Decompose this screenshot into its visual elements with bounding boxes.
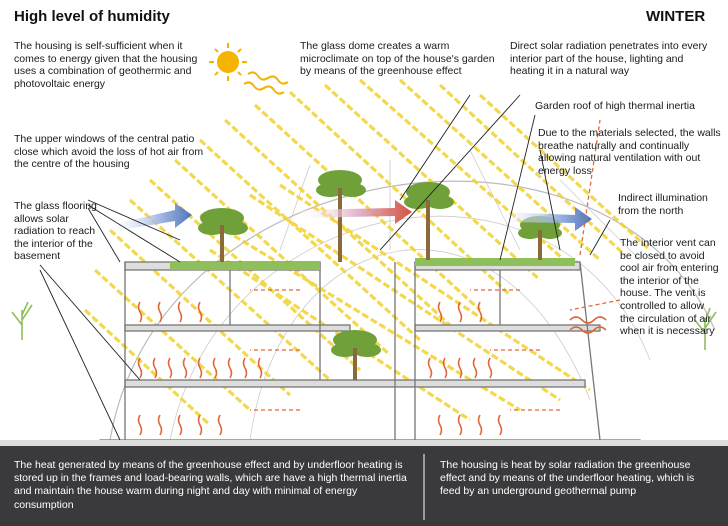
- footer-left-text: The heat generated by means of the green…: [14, 459, 407, 511]
- annotation-glass-flooring: The glass flooring allows solar radiatio…: [14, 200, 97, 263]
- annotation-upper-windows: The upper windows of the central patio c…: [14, 133, 204, 171]
- diagram-title: High level of humidity: [14, 8, 170, 25]
- heat-wave-icon: [137, 301, 503, 436]
- annotation-leader-lines: [39, 94, 611, 441]
- sun-icon: [209, 43, 289, 95]
- annotation-direct-solar: Direct solar radiation penetrates into e…: [510, 40, 708, 78]
- annotation-indirect-illumination: Indirect illumination from the north: [618, 192, 708, 217]
- annotation-garden-roof: Garden roof of high thermal inertia: [535, 100, 695, 112]
- annotation-self-sufficient: The housing is self-sufficient when it c…: [14, 40, 198, 90]
- air-flow-arrow-icon: [110, 200, 592, 232]
- annotation-materials: Due to the materials selected, the walls…: [538, 127, 721, 177]
- season-label: WINTER: [646, 8, 706, 25]
- annotation-interior-vent: The interior vent can be closed to avoid…: [620, 237, 719, 338]
- annotation-glass-dome: The glass dome creates a warm microclima…: [300, 40, 495, 78]
- ground: [0, 440, 728, 526]
- heat-flow-arrows: [250, 119, 621, 411]
- palm-tree-icon: [198, 170, 562, 380]
- bare-tree-icon: [11, 301, 717, 350]
- interior-vent: [569, 316, 607, 334]
- footer-right-text: The housing is heat by solar radiation t…: [440, 459, 695, 498]
